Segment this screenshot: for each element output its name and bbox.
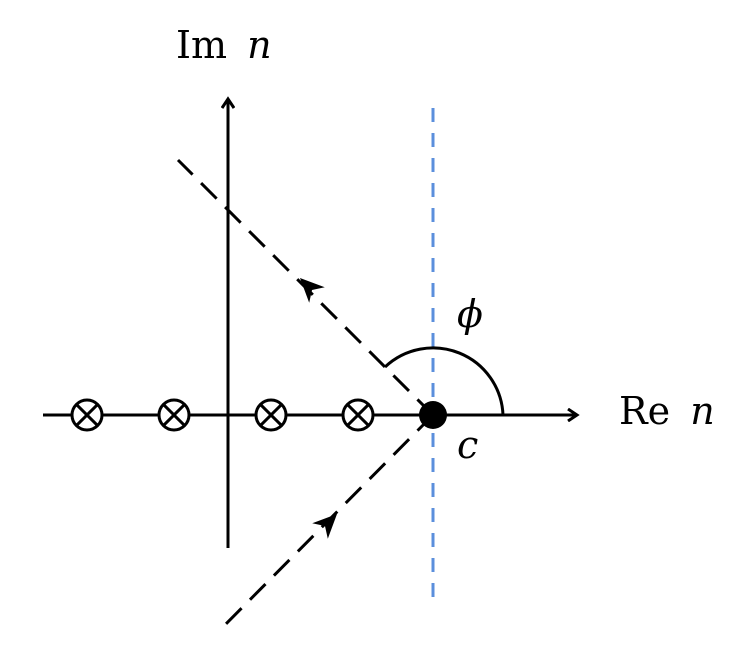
angle-arc [383,346,505,416]
imaginary-axis-prefix: Im [176,23,227,67]
upper-direction-arrow-icon [300,278,325,303]
imaginary-axis-variable: n [247,23,271,67]
point-c [419,401,447,429]
pole-marker-icon [254,398,288,432]
pole-marker-icon [341,398,375,432]
real-axis-variable: n [690,389,714,433]
real-axis-label: Re n [619,389,715,433]
pole-marker-icon [157,398,191,432]
lower-direction-arrow-icon [312,514,337,539]
real-axis-prefix: Re [619,389,670,433]
point-c-label: c [457,423,478,467]
pole-marker-icon [70,398,104,432]
angle-label: ϕ [457,292,483,336]
imaginary-axis-label: Im n [176,23,272,67]
poles [70,398,375,432]
